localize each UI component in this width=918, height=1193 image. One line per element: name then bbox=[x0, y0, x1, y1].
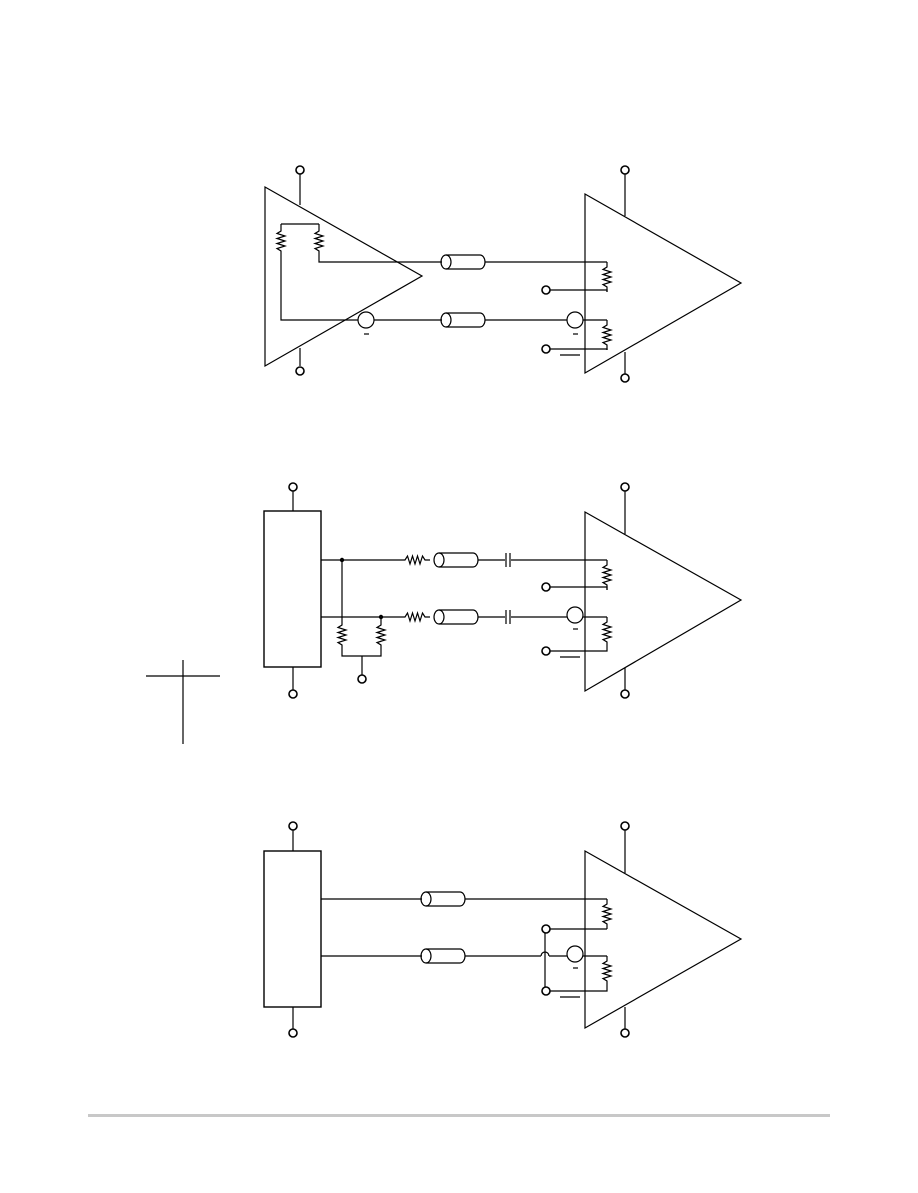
driver-amplifier bbox=[264, 185, 424, 368]
footer-rule bbox=[88, 1114, 830, 1117]
receiver-term-resistor-1 bbox=[602, 261, 612, 293]
receiver-3-term-resistor-1 bbox=[602, 898, 612, 930]
driver-resistor-2 bbox=[314, 225, 324, 257]
coax-line-4 bbox=[433, 609, 479, 625]
receiver-vee-pin bbox=[620, 373, 630, 383]
receiver-2-vee-pin bbox=[620, 689, 630, 699]
coax-line-3 bbox=[433, 552, 479, 568]
series-resistor-2 bbox=[399, 612, 431, 622]
crosshair-mark bbox=[146, 660, 220, 744]
receiver-bias-pin-1 bbox=[541, 285, 551, 295]
receiver-2-vcc-pin bbox=[620, 482, 630, 492]
pulldown-bias-pin bbox=[357, 674, 367, 684]
receiver-3-vee-pin bbox=[620, 1028, 630, 1038]
coax-line-6 bbox=[420, 948, 466, 964]
receiver-2-term-resistor-1 bbox=[602, 559, 612, 591]
receiver-amplifier bbox=[584, 192, 743, 375]
receiver-amplifier-3 bbox=[584, 849, 743, 1030]
coax-line-2 bbox=[440, 312, 486, 328]
driver-2-vee-pin bbox=[288, 689, 298, 699]
receiver-vcc-pin bbox=[620, 165, 630, 175]
receiver-3-source bbox=[566, 945, 584, 969]
coupling-capacitor-2 bbox=[505, 609, 511, 625]
pulldown-resistor-2 bbox=[376, 619, 386, 651]
driver-3-vcc-pin bbox=[288, 821, 298, 831]
coax-line-1 bbox=[440, 254, 486, 270]
driver-2-vcc-pin bbox=[288, 482, 298, 492]
series-resistor-1 bbox=[399, 555, 431, 565]
receiver-term-resistor-2 bbox=[602, 319, 612, 351]
diagram-3-dc-block bbox=[263, 821, 743, 1038]
receiver-2-bias-pin-2 bbox=[541, 646, 551, 656]
receiver-source bbox=[566, 311, 584, 335]
receiver-3-vcc-pin bbox=[620, 821, 630, 831]
receiver-3-bias-pin-2 bbox=[541, 986, 551, 996]
receiver-3-bias-pin-1 bbox=[541, 924, 551, 934]
coupling-capacitor-1 bbox=[505, 552, 511, 568]
driver-source bbox=[357, 311, 375, 335]
driver-block-3 bbox=[263, 850, 322, 1008]
diagram-2-ac-coupled bbox=[263, 482, 743, 699]
pulldown-resistor-1 bbox=[337, 619, 347, 651]
driver-block-2 bbox=[263, 510, 322, 668]
receiver-bias-pin-2 bbox=[541, 344, 551, 354]
receiver-2-source bbox=[566, 606, 584, 630]
receiver-2-bias-pin-1 bbox=[541, 582, 551, 592]
driver-3-vee-pin bbox=[288, 1028, 298, 1038]
diagram-1-differential-dc bbox=[264, 165, 743, 383]
driver-resistor-1 bbox=[276, 225, 286, 257]
receiver-2-term-resistor-2 bbox=[602, 616, 612, 648]
driver-vee-pin bbox=[295, 366, 305, 376]
receiver-3-term-resistor-2 bbox=[602, 955, 612, 987]
receiver-amplifier-2 bbox=[584, 510, 743, 693]
coax-line-5 bbox=[420, 891, 466, 907]
driver-vcc-pin bbox=[295, 165, 305, 175]
